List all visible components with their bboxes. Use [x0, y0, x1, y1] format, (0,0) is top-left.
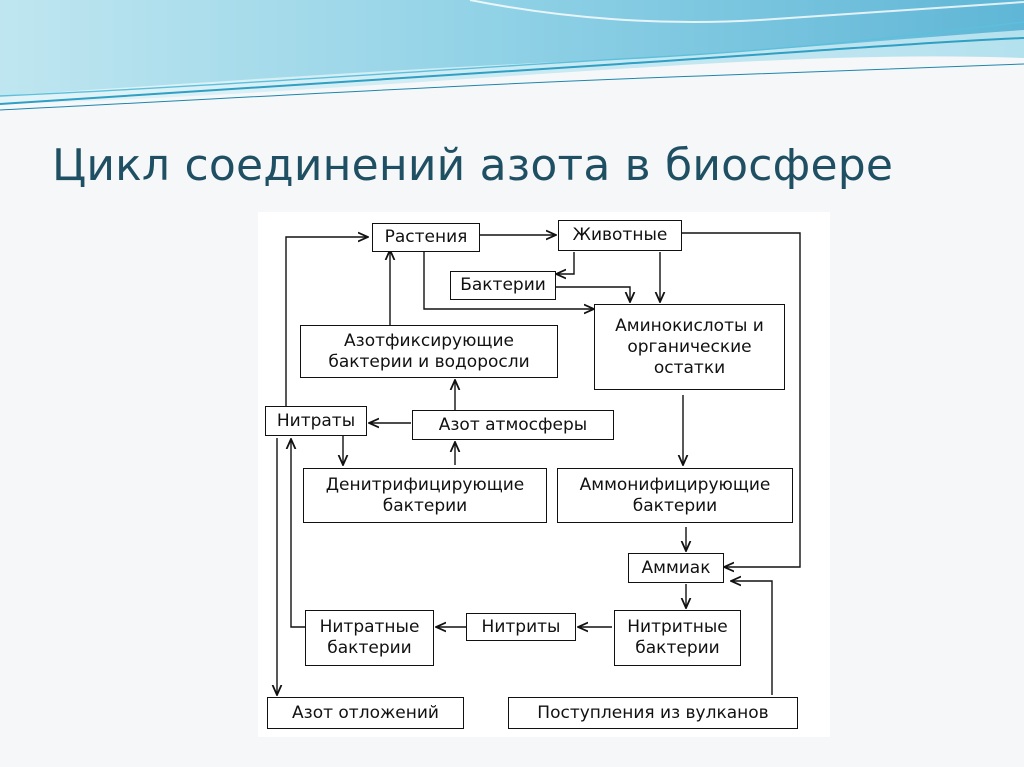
arrow-bacteria-amino — [555, 286, 630, 302]
diagram-arrows — [258, 212, 801, 737]
arrow-volcanoes-ammonia — [731, 581, 773, 695]
nitrogen-cycle-diagram: Растения Животные Бактерии Аминокислоты … — [258, 212, 830, 737]
node-sediment-nitrogen: Азот отложений — [267, 697, 464, 729]
arrow-nitratebact-nitrates — [291, 439, 305, 628]
node-atmospheric-nitrogen: Азот атмосферы — [412, 410, 614, 440]
node-nitrate-bacteria: Нитратные бактерии — [305, 610, 434, 666]
arrow-animals-bacteria — [556, 252, 575, 274]
node-nitrite-bacteria: Нитритные бактерии — [614, 610, 741, 666]
node-nitrogen-fixing: Азотфиксирующие бактерии и водоросли — [300, 325, 558, 378]
arrow-animals-ammonia — [681, 232, 801, 567]
node-ammonifying: Аммонифицирующие бактерии — [557, 468, 793, 523]
arrow-nitrates-plants — [285, 237, 368, 408]
node-volcanic-input: Поступления из вулканов — [508, 697, 798, 729]
node-nitrites: Нитриты — [466, 613, 576, 641]
node-animals: Животные — [558, 220, 682, 251]
node-denitrifying: Денитрифицирующие бактерии — [303, 468, 547, 523]
node-bacteria: Бактерии — [450, 271, 556, 300]
node-nitrates: Нитраты — [265, 406, 367, 436]
slide-title: Цикл соединений азота в биосфере — [52, 140, 894, 191]
arrow-plants-amino — [423, 252, 594, 309]
header-wave-decoration — [0, 0, 1024, 111]
node-plants: Растения — [372, 223, 480, 252]
node-ammonia: Аммиак — [628, 553, 724, 583]
node-amino-acids: Аминокислоты и органические остатки — [594, 304, 785, 390]
